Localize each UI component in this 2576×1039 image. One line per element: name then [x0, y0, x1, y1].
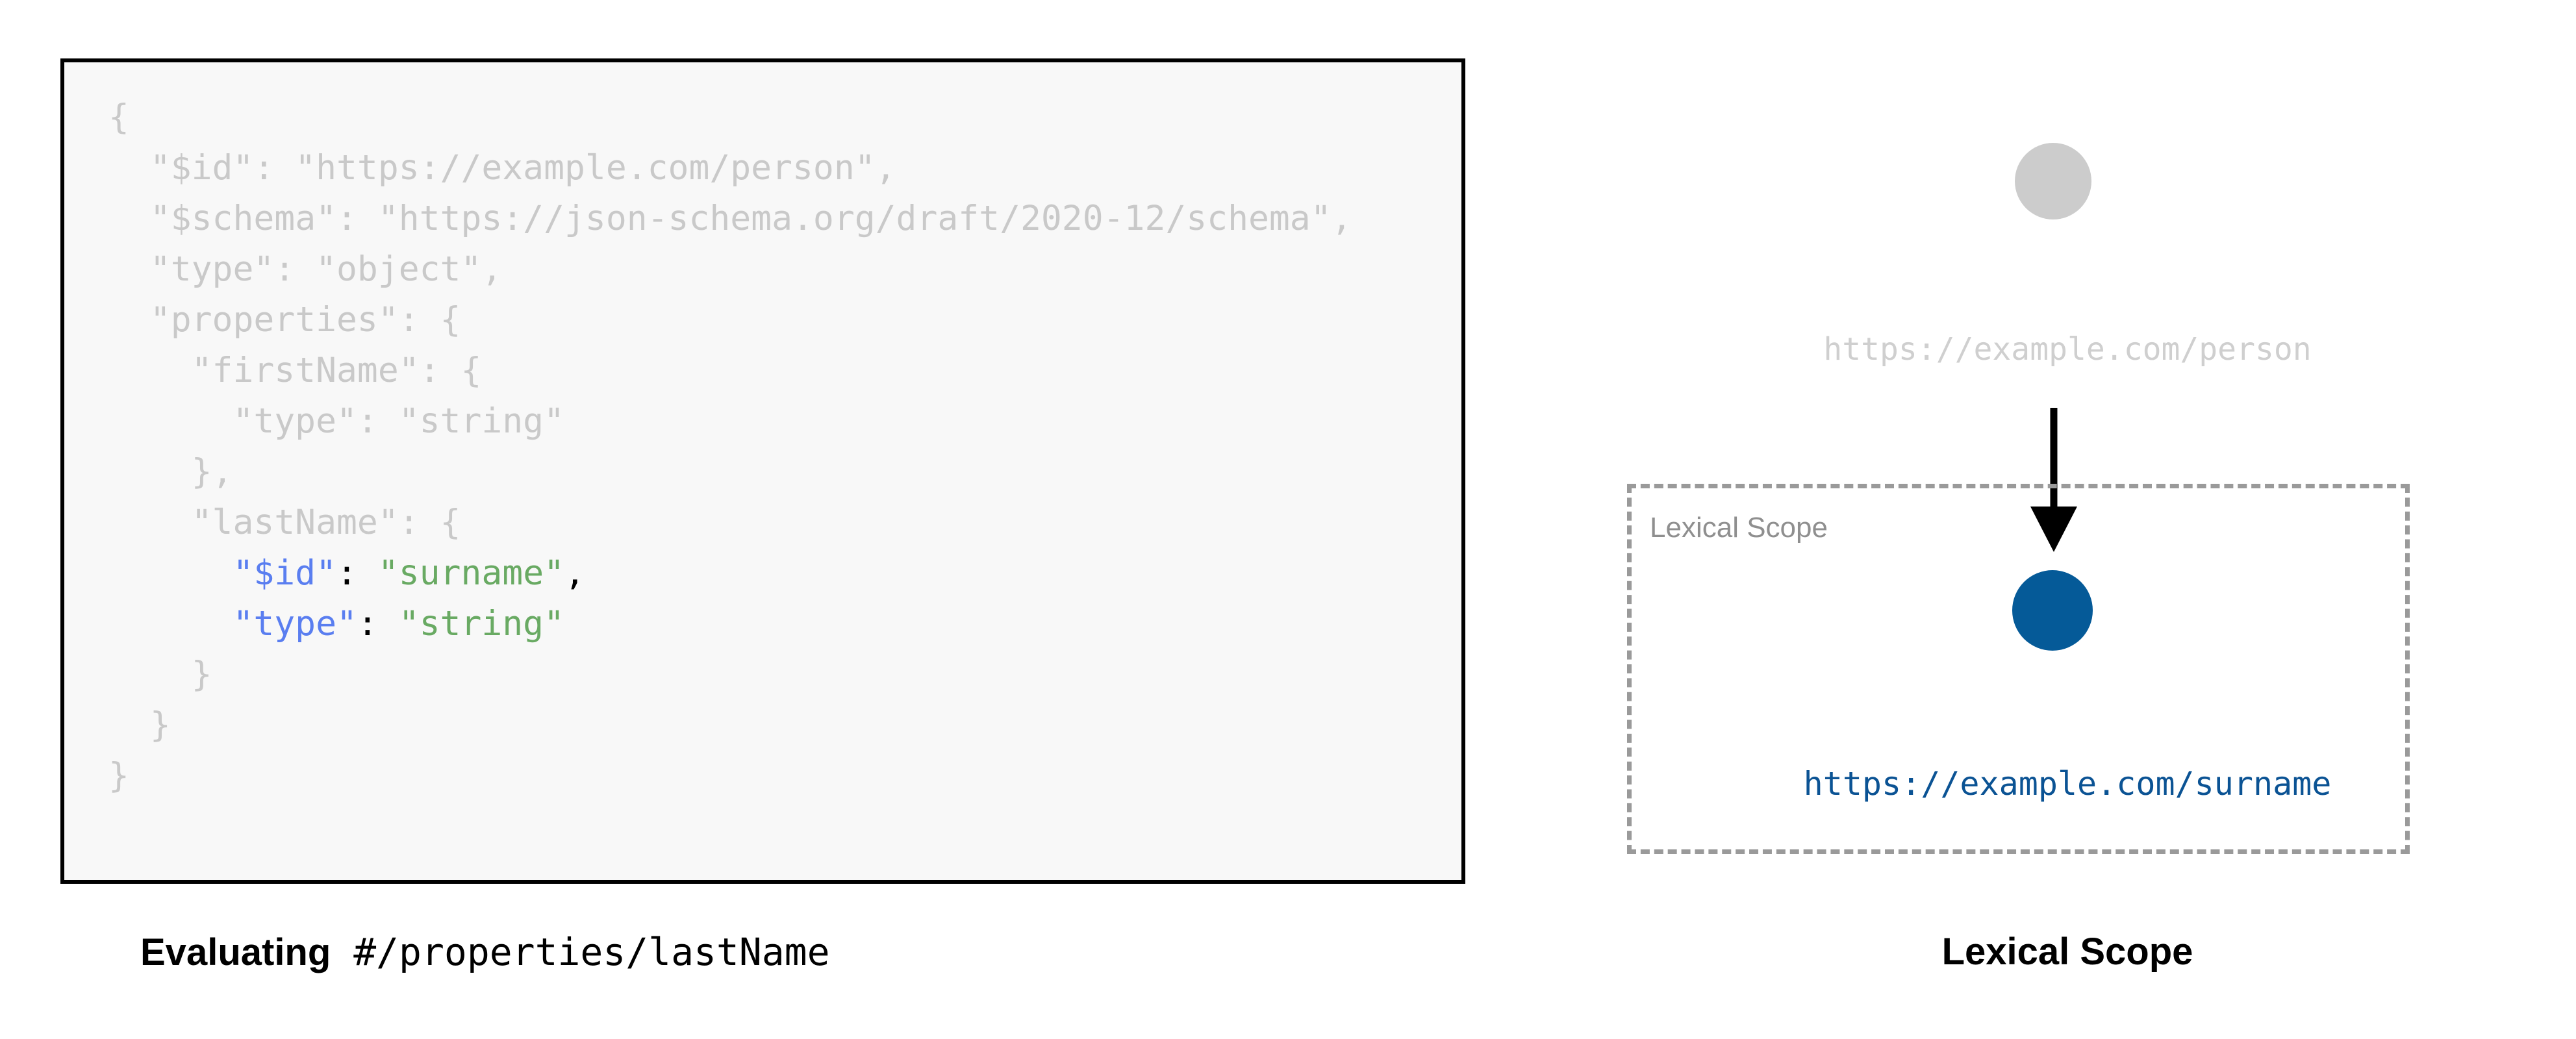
- outer-schema-node-label: https://example.com/person: [1823, 331, 2312, 368]
- evaluating-caption: Evaluating #/properties/lastName: [140, 930, 830, 974]
- code-token: "type": "object",: [149, 249, 503, 289]
- code-line: "properties": {: [108, 295, 1352, 345]
- lexical-scope-box-label: Lexical Scope: [1650, 512, 1828, 544]
- evaluating-caption-pointer: [331, 930, 353, 974]
- code-token: }: [149, 705, 171, 745]
- inner-schema-node-label: https://example.com/surname: [1803, 765, 2332, 803]
- code-line: {: [108, 92, 1352, 143]
- code-token: "type": [233, 604, 357, 644]
- code-line: "$id": "https://example.com/person",: [108, 143, 1352, 194]
- code-line: "$schema": "https://json-schema.org/draf…: [108, 194, 1352, 244]
- code-line: }: [108, 649, 1352, 700]
- code-token: ,: [564, 553, 585, 593]
- code-line: "type": "string": [108, 599, 1352, 649]
- code-line: }: [108, 751, 1352, 801]
- code-line: "$id": "surname",: [108, 548, 1352, 599]
- evaluating-caption-label: Evaluating: [140, 931, 331, 973]
- code-token: }: [191, 655, 212, 694]
- code-token: "firstName": {: [191, 351, 482, 390]
- json-schema-code-box: { "$id": "https://example.com/person", "…: [60, 58, 1465, 884]
- code-token: },: [191, 452, 233, 492]
- code-line: "type": "object",: [108, 244, 1352, 295]
- code-token: "type": "string": [233, 401, 564, 441]
- json-schema-code-listing: { "$id": "https://example.com/person", "…: [108, 92, 1352, 801]
- code-token: :: [336, 553, 378, 593]
- lexical-scope-diagram-panel: https://example.com/person Lexical Scope…: [1559, 0, 2576, 1039]
- code-line: }: [108, 700, 1352, 751]
- schema-code-panel: { "$id": "https://example.com/person", "…: [60, 58, 1465, 974]
- code-line: "lastName": {: [108, 497, 1352, 548]
- code-line: },: [108, 447, 1352, 497]
- code-token: "$id": "https://example.com/person",: [149, 148, 896, 188]
- lexical-scope-boundary-box: Lexical Scope: [1627, 484, 2410, 854]
- code-token: "lastName": {: [191, 503, 461, 542]
- inner-schema-node-circle-icon: [2012, 570, 2093, 651]
- lexical-scope-caption: Lexical Scope: [1941, 931, 2193, 973]
- down-arrow-icon: [2008, 408, 2099, 554]
- code-token: :: [357, 604, 399, 644]
- code-token: "$schema": "https://json-schema.org/draf…: [149, 199, 1352, 238]
- code-token: "string": [398, 604, 565, 644]
- code-token: "$id": [233, 553, 336, 593]
- code-token: }: [108, 756, 129, 795]
- code-line: "type": "string": [108, 396, 1352, 447]
- evaluating-caption-pointer-value: #/properties/lastName: [353, 930, 830, 974]
- code-token: {: [108, 97, 129, 137]
- code-token: "properties": {: [149, 300, 461, 340]
- code-line: "firstName": {: [108, 345, 1352, 396]
- outer-schema-node-circle-icon: [2015, 143, 2091, 219]
- code-token: "surname": [377, 553, 565, 593]
